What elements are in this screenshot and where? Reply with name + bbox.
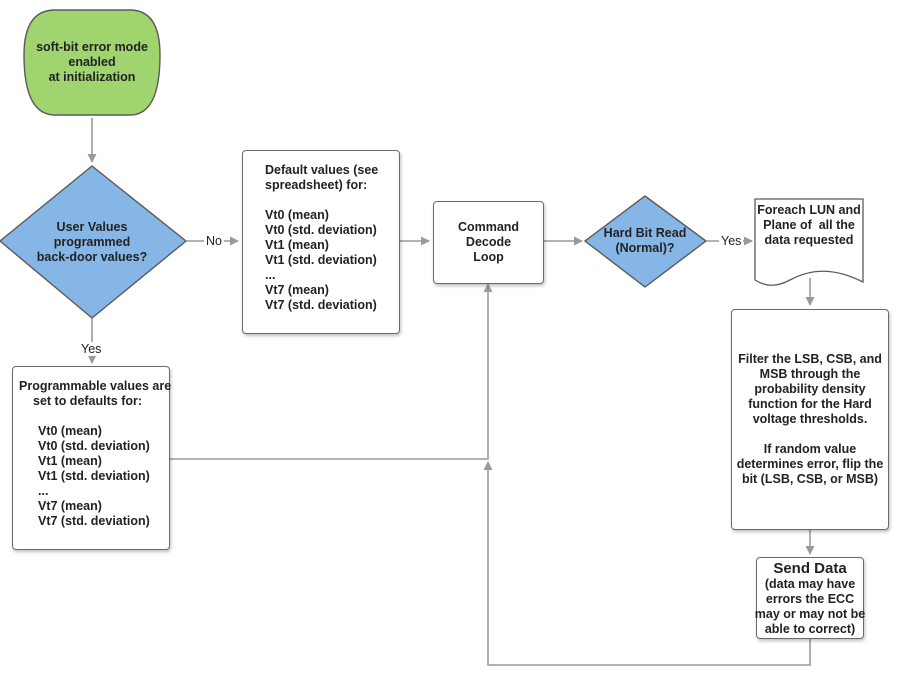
send-data-box: Send Data (data may have errors the ECC … [754,557,866,639]
defaults-text-9: Vt7 (mean) [265,283,329,297]
command-text-1: Command [457,220,520,234]
programmable-text-8: ... [38,484,49,498]
programmable-text-7: Vt1 (std. deviation) [38,469,150,483]
defaults-text-1: Default values (see [265,163,379,177]
user-values-text-3: back-door values? [36,249,148,264]
hard-bit-text-2: (Normal)? [615,241,675,255]
command-decode-loop-box: Command Decode Loop [433,201,544,284]
edge-programmable-to-command [170,283,493,460]
foreach-document: Foreach LUN and Plane of all the data re… [755,203,863,263]
send-data-title: Send Data [773,559,847,577]
edge-send-loop-back [483,461,811,666]
edge-label-yes-left: Yes [79,342,104,356]
programmable-text-6: Vt1 (mean) [38,454,102,468]
start-shape [23,9,161,116]
foreach-text-2: Plane of all the [763,218,855,232]
hard-bit-diamond [583,195,708,288]
user-values-text-2: programmed [53,234,131,249]
defaults-text-6: Vt1 (mean) [265,238,329,252]
hard-bit-decision: Hard Bit Read (Normal)? [592,222,698,260]
send-text-3: may or may not be [754,606,866,621]
defaults-text-10: Vt7 (std. deviation) [265,298,377,312]
start-text-3: at initialization [48,70,136,84]
edge-label-yes-right: Yes [719,234,744,248]
programmable-text-2: set to defaults for: [33,394,143,408]
programmable-text-3 [19,409,169,424]
filter-text-5: voltage thresholds. [752,412,868,426]
foreach-text-1: Foreach LUN and [757,203,861,217]
foreach-text-3: data requested [764,233,854,247]
programmable-text-5: Vt0 (std. deviation) [38,439,150,453]
filter-text-8: determines error, flip the [736,457,884,471]
user-values-decision: User Values programmed back-door values? [10,214,174,270]
filter-text-4: function for the Hard [748,397,872,411]
start-text-1: soft-bit error mode [36,40,148,54]
filter-text-7: If random value [763,442,857,456]
start-text-2: enabled [68,55,116,69]
filter-text-2: MSB through the [759,367,861,381]
filter-box: Filter the LSB, CSB, and MSB through the… [731,309,889,530]
default-values-box: Default values (see spreadsheet) for: Vt… [242,150,400,334]
programmable-text-1: Programmable values are [19,379,172,393]
command-text-2: Decode [465,235,512,249]
defaults-text-8: ... [265,268,276,282]
filter-text-9: bit (LSB, CSB, or MSB) [741,472,879,486]
defaults-text-2: spreadsheet) for: [265,178,368,192]
programmable-text-9: Vt7 (mean) [38,499,102,513]
programmable-text-10: Vt7 (std. deviation) [38,514,150,528]
programmable-values-box: Programmable values are set to defaults … [12,366,172,550]
user-values-text-1: User Values [56,219,128,234]
foreach-document-shape [754,198,864,286]
command-text-3: Loop [473,250,504,264]
filter-text-3: probability density [754,382,866,396]
hard-bit-text-1: Hard Bit Read [603,226,687,240]
send-text-1: (data may have [764,576,856,591]
defaults-text-3 [265,193,399,208]
defaults-text-7: Vt1 (std. deviation) [265,253,377,267]
start-terminator: soft-bit error mode enabled at initializ… [24,10,160,115]
filter-text-1: Filter the LSB, CSB, and [738,352,882,366]
defaults-text-5: Vt0 (std. deviation) [265,223,377,237]
send-text-2: errors the ECC [765,591,855,606]
programmable-text-4: Vt0 (mean) [38,424,102,438]
defaults-text-4: Vt0 (mean) [265,208,329,222]
send-text-4: able to correct) [764,621,856,636]
edge-label-no: No [204,234,224,248]
